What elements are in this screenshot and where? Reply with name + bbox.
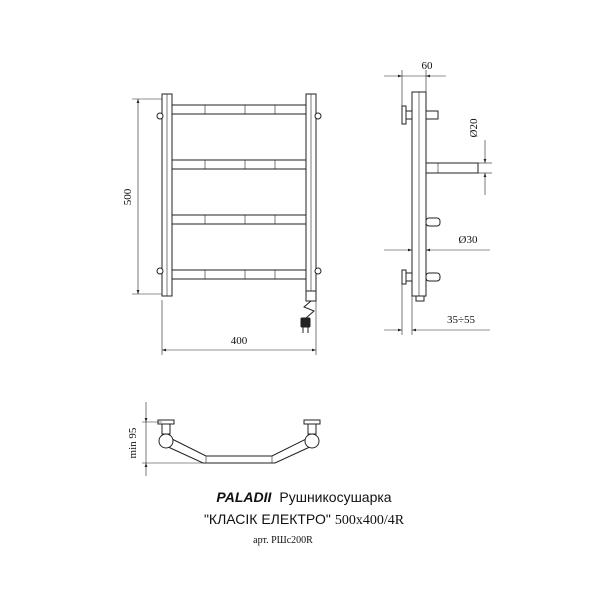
rung-1	[167, 104, 313, 115]
product-name: Рушникосушарка	[279, 489, 391, 505]
front-view: 500 400	[122, 93, 322, 355]
article-number: арт. РШс200R	[253, 535, 313, 546]
caption-line-2: "КЛАСІК ЕЛЕКТРО" 500х400/4R	[204, 511, 405, 528]
wall-mounts	[156, 112, 322, 275]
brand-name: PALADII	[216, 489, 272, 505]
depth-label: 60	[422, 60, 434, 72]
size-spec: 500х400/4R	[335, 513, 405, 528]
electric-plug	[300, 290, 317, 333]
top-view: min 95	[127, 402, 321, 476]
pipe-diameter-label: Ø20	[468, 118, 480, 137]
caption: PALADII Рушникосушарка "КЛАСІК ЕЛЕКТРО" 50…	[204, 489, 405, 546]
right-collector-top	[304, 433, 320, 449]
min-depth-label: min 95	[127, 427, 139, 458]
left-collector-top	[158, 433, 174, 449]
height-label: 500	[122, 188, 134, 205]
bottom-wall-mount	[401, 269, 425, 302]
rungs	[167, 104, 313, 280]
mount-diameter-label: Ø30	[459, 234, 478, 246]
caption-line-1: PALADII Рушникосушарка	[216, 489, 391, 505]
depth-dimension: 60	[384, 60, 446, 108]
pipe-diameter-dimension: Ø20	[468, 118, 492, 195]
top-rail	[165, 435, 313, 464]
width-dimension: 400	[161, 300, 317, 355]
wall-distance-label: 35÷55	[447, 314, 476, 326]
rung-2	[167, 159, 313, 170]
min-depth-dimension: min 95	[127, 402, 206, 476]
side-rung-stubs	[425, 162, 479, 282]
width-label: 400	[231, 335, 248, 347]
side-view: 60 Ø20 Ø30 35÷55	[384, 60, 492, 335]
rung-3	[167, 214, 313, 225]
wall-distance-dimension: 35÷55	[384, 284, 490, 335]
top-wall-mount	[401, 105, 439, 125]
rung-4	[167, 269, 313, 280]
model-name: "КЛАСІК ЕЛЕКТРО"	[204, 511, 331, 527]
height-dimension: 500	[122, 98, 162, 295]
mount-diameter-dimension: Ø30	[384, 234, 490, 252]
